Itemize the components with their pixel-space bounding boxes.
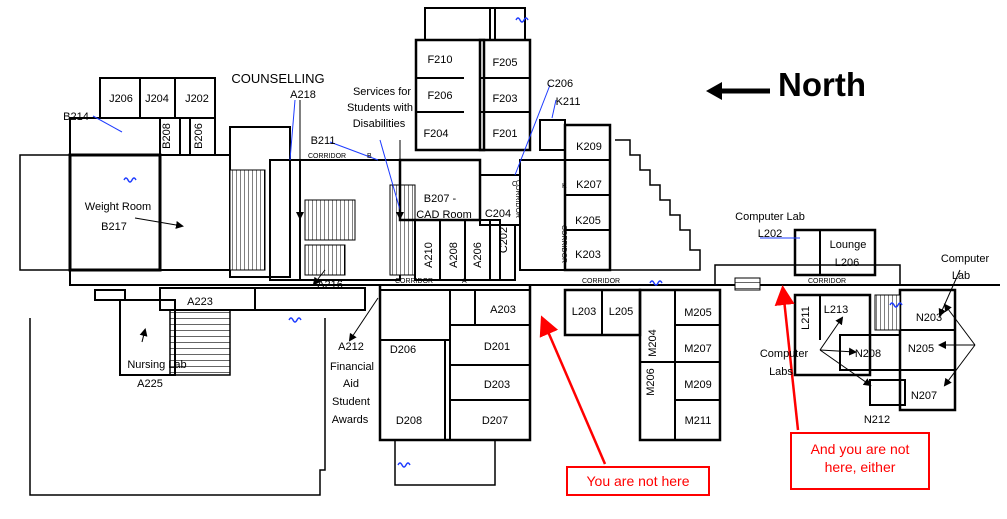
room-M207: M207 (684, 343, 712, 355)
room-B206: B206 (193, 123, 205, 149)
room-J206: J206 (109, 93, 133, 105)
room-C206: C206 (547, 78, 573, 90)
room-C204: C204 (485, 208, 511, 220)
room-C202: C202 (498, 227, 510, 253)
room-L203: L203 (572, 306, 596, 318)
room-Lounge: Lounge (830, 239, 867, 251)
room-F204: F204 (423, 128, 448, 140)
room-F205: F205 (492, 57, 517, 69)
label-financial-3: Student (332, 396, 370, 408)
label-services-2: Students with (347, 102, 413, 114)
room-D203: D203 (484, 379, 510, 391)
corridor-label-a: CORRIDOR (395, 278, 433, 285)
red-arrow-2 (774, 285, 800, 431)
room-N203: N203 (916, 312, 942, 324)
room-F210: F210 (427, 54, 452, 66)
label-services-1: Services for (353, 86, 411, 98)
room-K211: K211 (556, 96, 581, 108)
label-a218: A218 (290, 89, 316, 101)
room-A206: A206 (472, 242, 484, 268)
corridor-label-b: CORRIDOR (308, 153, 346, 160)
room-N205: N205 (908, 343, 934, 355)
room-K203: K203 (575, 249, 601, 261)
label-computer-lab-r2: Lab (952, 270, 970, 282)
label-computer-lab-1: Computer Lab (735, 211, 805, 223)
room-A208: A208 (448, 242, 460, 268)
room-D207: D207 (482, 415, 508, 427)
room-F201: F201 (492, 128, 517, 140)
corridor-letter-k: K (562, 183, 567, 190)
room-B208: B208 (161, 123, 173, 149)
room-B214: B214 (63, 111, 89, 123)
corridor-label-l: CORRIDOR (808, 278, 846, 285)
label-financial-2: Aid (343, 378, 359, 390)
room-L211: L211 (800, 306, 812, 330)
corridor-label-k: CORRIDOR (560, 225, 567, 263)
label-computer-lab-r1: Computer (941, 253, 990, 265)
room-F206: F206 (427, 90, 452, 102)
room-D208: D208 (396, 415, 422, 427)
room-B207-cad: CAD Room (416, 209, 472, 221)
corridor-label-c: CORRIDOR (514, 180, 521, 218)
not-here-either-line-1: And you are not (810, 441, 910, 457)
room-F203: F203 (492, 93, 517, 105)
room-M204: M204 (647, 329, 659, 357)
room-J204: J204 (145, 93, 169, 105)
label-nursing-2: A225 (137, 378, 163, 390)
north-label: North (778, 66, 866, 103)
corridor-letter-c: C (512, 181, 517, 188)
room-K209: K209 (576, 141, 602, 153)
room-M206: M206 (645, 368, 657, 396)
room-L206: L206 (835, 257, 859, 269)
room-A216: A216 (317, 279, 343, 291)
not-here-either-callout: And you are not here, either (790, 432, 930, 490)
room-M211: M211 (685, 415, 712, 427)
label-services-3: Disabilities (353, 118, 406, 130)
room-A203: A203 (490, 304, 516, 316)
room-N212: N212 (864, 414, 890, 426)
room-K205: K205 (575, 215, 601, 227)
label-nursing-1: Nursing Lab (127, 359, 186, 371)
corridor-label-m: CORRIDOR (582, 278, 620, 285)
room-D206: D206 (390, 344, 416, 356)
not-here-text: You are not here (586, 473, 690, 489)
room-B207: B207 - (424, 193, 457, 205)
label-financial-4: Awards (332, 414, 369, 426)
label-counselling: COUNSELLING (231, 71, 324, 86)
room-J202: J202 (185, 93, 209, 105)
not-here-either-line-2: here, either (824, 459, 896, 475)
room-L213: L213 (824, 304, 848, 316)
room-B211: B211 (311, 135, 336, 147)
label-weight-2: B217 (101, 221, 127, 233)
room-A210: A210 (423, 242, 435, 268)
label-computer-lab-2: L202 (758, 228, 782, 240)
room-M209: M209 (684, 379, 712, 391)
label-a212: A212 (338, 341, 364, 353)
label-computer-labs-2: Labs (769, 366, 793, 378)
room-D201: D201 (484, 341, 510, 353)
label-weight-1: Weight Room (85, 201, 151, 213)
room-K207: K207 (576, 179, 602, 191)
red-arrow-1 (539, 315, 607, 465)
room-M205: M205 (684, 307, 712, 319)
corridor-letter-b: B (367, 153, 372, 160)
room-L205: L205 (609, 306, 633, 318)
label-financial-1: Financial (330, 361, 374, 373)
not-here-callout: You are not here (566, 466, 710, 496)
room-N207: N207 (911, 390, 937, 402)
corridor-letter-a: A (462, 278, 467, 285)
label-computer-labs-1: Computer (760, 348, 809, 360)
room-A223: A223 (187, 296, 213, 308)
room-N208: N208 (855, 348, 881, 360)
